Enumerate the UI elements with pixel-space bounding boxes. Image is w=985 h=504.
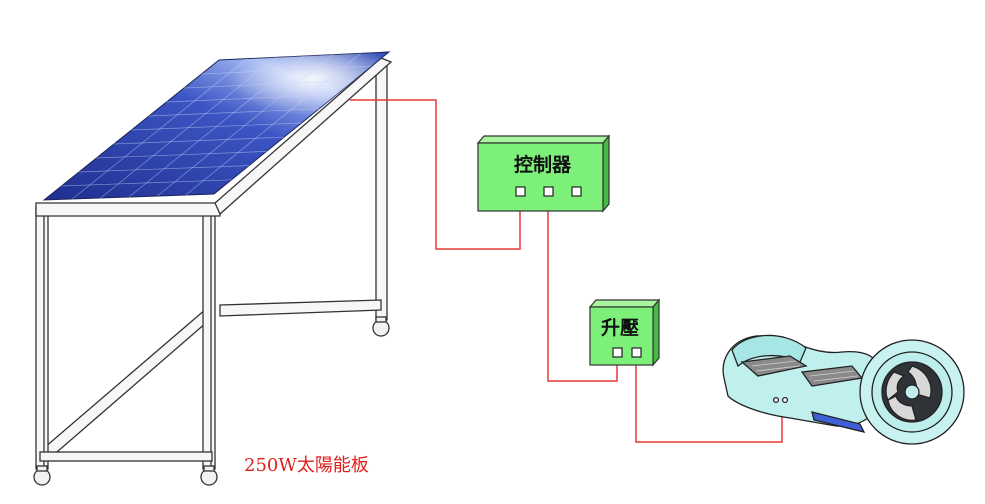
hoverboard-icon [722, 334, 965, 445]
wire-controller-to-booster [547, 196, 618, 382]
caster-wheels [33, 316, 390, 486]
panel-grid-line [157, 54, 333, 197]
controller-terminal [515, 186, 526, 197]
solar-panel-icon [33, 51, 393, 486]
panel-caption: 250W太陽能板 [244, 455, 369, 476]
wires [350, 99, 783, 443]
panel-grid [61, 53, 372, 200]
wire-panel-to-controller [350, 99, 521, 250]
panel-frame [35, 57, 393, 470]
booster-label: 升壓 [601, 317, 639, 339]
booster-terminal [612, 347, 623, 358]
booster-terminals [612, 347, 642, 358]
booster-terminal [631, 347, 642, 358]
controller-terminal [543, 186, 554, 197]
controller-terminal [571, 186, 582, 197]
panel-grid-line [128, 55, 305, 198]
booster-box: 升壓 [588, 298, 661, 367]
controller-box: 控制器 [476, 134, 611, 213]
panel-grid-line [72, 58, 248, 200]
wire-booster-to-scooter [635, 357, 783, 443]
panel-grid-line [100, 57, 276, 199]
controller-label: 控制器 [514, 153, 572, 176]
panel-grid-line [185, 53, 361, 196]
controller-terminals [515, 186, 582, 197]
